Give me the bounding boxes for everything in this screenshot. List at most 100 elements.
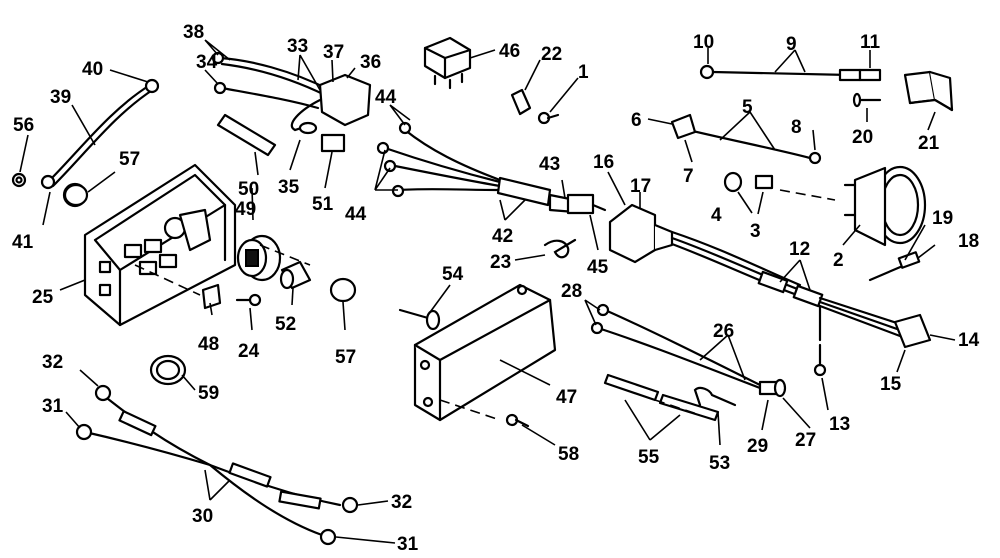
callout-31-right: 31 [397, 534, 419, 555]
bracket [510, 88, 532, 116]
callout-16: 16 [593, 152, 614, 173]
leader-lines [19, 39, 956, 544]
callout-32-right: 32 [391, 492, 412, 513]
callout-56: 56 [13, 115, 34, 136]
callout-58: 58 [558, 444, 579, 465]
callout-33: 33 [287, 36, 308, 57]
callout-24: 24 [238, 341, 260, 362]
callout-26: 26 [713, 321, 734, 342]
battery-cables [75, 384, 359, 546]
grommet [236, 234, 282, 282]
callout-21: 21 [918, 133, 940, 154]
callout-6: 6 [631, 110, 642, 131]
ground-wire [699, 64, 882, 82]
sender-harness [590, 303, 787, 398]
callout-18: 18 [958, 231, 979, 252]
callout-3: 3 [750, 221, 761, 242]
callout-29: 29 [747, 436, 768, 457]
washer-upper [63, 183, 89, 207]
callout-51: 51 [312, 194, 334, 215]
callout-7: 7 [683, 166, 694, 187]
callout-52: 52 [275, 314, 296, 335]
relay [423, 36, 472, 90]
upper-harness [211, 51, 372, 135]
screw-58 [505, 413, 530, 428]
callout-50: 50 [238, 179, 259, 200]
gauge-harness [608, 203, 932, 377]
callout-10: 10 [693, 32, 714, 53]
alignment-lines [134, 189, 836, 421]
callout-23: 23 [490, 252, 511, 273]
callout-30: 30 [192, 506, 213, 527]
clip [201, 283, 222, 310]
small-clip [320, 133, 346, 153]
callout-57-upper: 57 [119, 149, 140, 170]
terminal [754, 174, 774, 190]
callout-45: 45 [587, 257, 609, 278]
callout-44-bottom: 44 [345, 204, 367, 225]
callout-55: 55 [638, 447, 660, 468]
callout-11: 11 [860, 32, 881, 53]
callout-12: 12 [789, 239, 810, 260]
screw-24 [235, 293, 262, 307]
callout-38: 38 [183, 22, 204, 43]
callout-5: 5 [742, 97, 753, 118]
callout-49: 49 [235, 199, 256, 220]
screw-1 [537, 111, 560, 125]
main-harness [376, 121, 607, 215]
callout-42: 42 [492, 226, 513, 247]
callout-46: 46 [499, 41, 520, 62]
callout-34: 34 [196, 52, 218, 73]
nut [723, 171, 743, 193]
callout-15: 15 [880, 374, 902, 395]
pin [852, 92, 882, 108]
callout-8: 8 [791, 117, 802, 138]
callout-25: 25 [32, 287, 54, 308]
spring-clip [543, 238, 577, 259]
callout-41: 41 [12, 232, 34, 253]
callout-47: 47 [556, 387, 577, 408]
callout-39: 39 [50, 87, 71, 108]
callout-54: 54 [442, 264, 464, 285]
callout-22: 22 [541, 44, 562, 65]
bolt [398, 308, 441, 331]
callout-57-lower: 57 [335, 347, 356, 368]
callout-59: 59 [198, 383, 219, 404]
callout-2: 2 [833, 250, 844, 271]
clamp [149, 354, 187, 386]
callout-43: 43 [539, 154, 560, 175]
callout-48: 48 [198, 334, 219, 355]
callout-20: 20 [852, 127, 873, 148]
callout-1: 1 [578, 62, 589, 83]
connector-18 [868, 251, 921, 282]
sleeve [279, 260, 312, 290]
ground-strap [11, 78, 160, 208]
wire-clip [693, 386, 737, 407]
cover-plate [413, 283, 557, 422]
callout-27: 27 [795, 430, 816, 451]
callout-4: 4 [711, 205, 722, 226]
callout-40: 40 [82, 59, 103, 80]
callout-labels: 1 2 3 4 5 6 7 8 9 10 11 12 13 14 15 16 1… [12, 22, 980, 555]
callout-13: 13 [829, 414, 850, 435]
callout-28: 28 [561, 281, 582, 302]
callout-37: 37 [323, 42, 344, 63]
callout-17: 17 [630, 176, 651, 197]
callout-9: 9 [786, 34, 797, 55]
callout-35: 35 [278, 177, 300, 198]
control-box-housing [83, 163, 237, 327]
rods [603, 373, 720, 422]
callout-31-left: 31 [42, 396, 64, 417]
callout-32-left: 32 [42, 352, 63, 373]
callout-53: 53 [709, 453, 730, 474]
sender [903, 70, 954, 112]
callout-19: 19 [932, 208, 953, 229]
rod [216, 113, 277, 157]
callout-36: 36 [360, 52, 381, 73]
washer-lower [329, 277, 357, 303]
callout-14: 14 [958, 330, 980, 351]
gauge [843, 165, 927, 247]
light-wire [670, 113, 822, 165]
callout-44-top: 44 [375, 87, 397, 108]
